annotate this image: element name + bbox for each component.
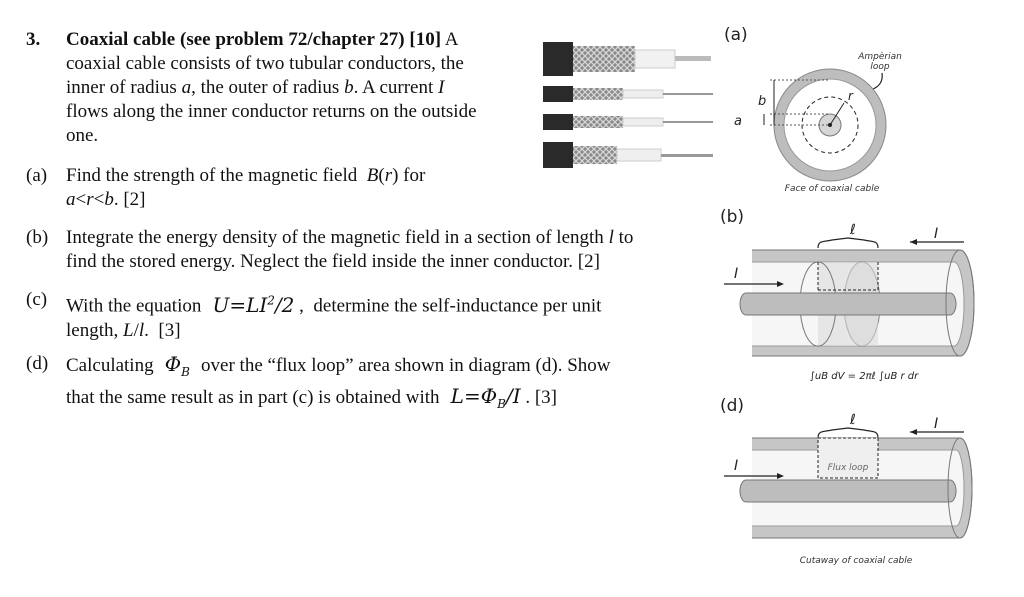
flux-loop-box [817, 437, 879, 479]
current-left-d: I [734, 458, 738, 474]
problem-heading: Coaxial cable (see problem 72/chapter 27… [66, 29, 442, 50]
length-label-d: ℓ [849, 412, 856, 428]
face-caption: Face of coaxial cable [785, 184, 880, 194]
cable-sample-1 [543, 42, 711, 76]
cable-sample-3 [543, 114, 713, 130]
diagram-b-label: (b) [720, 207, 744, 227]
part-a-line-1: Find the strength of the magnetic field … [66, 165, 426, 186]
radius-a-label: a [734, 114, 742, 129]
intro-line-3: inner of radius a, the outer of radius b… [66, 77, 445, 98]
current-right-d: I [934, 416, 938, 432]
radius-r-label: r [848, 89, 854, 103]
coax-diagrams: (a) Ampèrian loop r b a Face of coaxial … [720, 25, 975, 566]
cable-sample-4 [543, 142, 713, 168]
part-b-line-1: Integrate the energy density of the magn… [66, 227, 634, 248]
energy-formula: ∫uB dV = 2πℓ ∫uB r dr [810, 371, 919, 382]
part-a-line-2: a<r<b. [2] [66, 189, 146, 210]
part-b-line-2: find the stored energy. Neglect the fiel… [66, 251, 600, 272]
part-d-label: (d) [26, 353, 49, 374]
diagram-a-label: (a) [724, 25, 748, 45]
amperian-label-1: Ampèrian [857, 51, 902, 62]
part-c-line-1: With the equation U=LI2/2 , determine th… [66, 292, 602, 317]
part-d-line-2: that the same result as in part (c) is o… [66, 384, 557, 411]
diagram-d-label: (d) [720, 396, 744, 416]
coaxial-cable-photo [543, 42, 713, 168]
energy-equation: U=LI2/2 [212, 292, 295, 317]
intro-line-4: flows along the inner conductor returns … [66, 101, 477, 122]
inductance-equation: L=ΦB/I [450, 384, 521, 411]
problem-number: 3. [26, 29, 41, 50]
intro-line-2: coaxial cable consists of two tubular co… [66, 53, 464, 74]
cable-sample-2 [543, 86, 713, 102]
part-c-line-2: length, L/l. [3] [66, 319, 181, 341]
coax-cylinder-d [739, 437, 973, 539]
cutaway-caption: Cutaway of coaxial cable [800, 556, 913, 566]
part-a-label: (a) [26, 165, 48, 186]
current-left-b: I [734, 266, 738, 282]
radius-b-label: b [758, 94, 766, 109]
coax-cylinder-b [739, 249, 975, 357]
amperian-label-2: loop [870, 62, 890, 72]
problem-intro: Coaxial cable (see problem 72/chapter 27… [66, 28, 536, 148]
length-label-b: ℓ [849, 222, 856, 238]
flux-loop-label: Flux loop [828, 463, 869, 473]
flux-symbol: ΦB [158, 352, 190, 379]
current-right-b: I [934, 226, 938, 242]
intro-line-5: one. [66, 125, 99, 146]
part-d-line-1: Calculating ΦB over the “flux loop” area… [66, 352, 611, 379]
part-b-label: (b) [26, 227, 49, 248]
part-c-label: (c) [26, 289, 48, 310]
coax-cross-section: r [773, 68, 887, 182]
